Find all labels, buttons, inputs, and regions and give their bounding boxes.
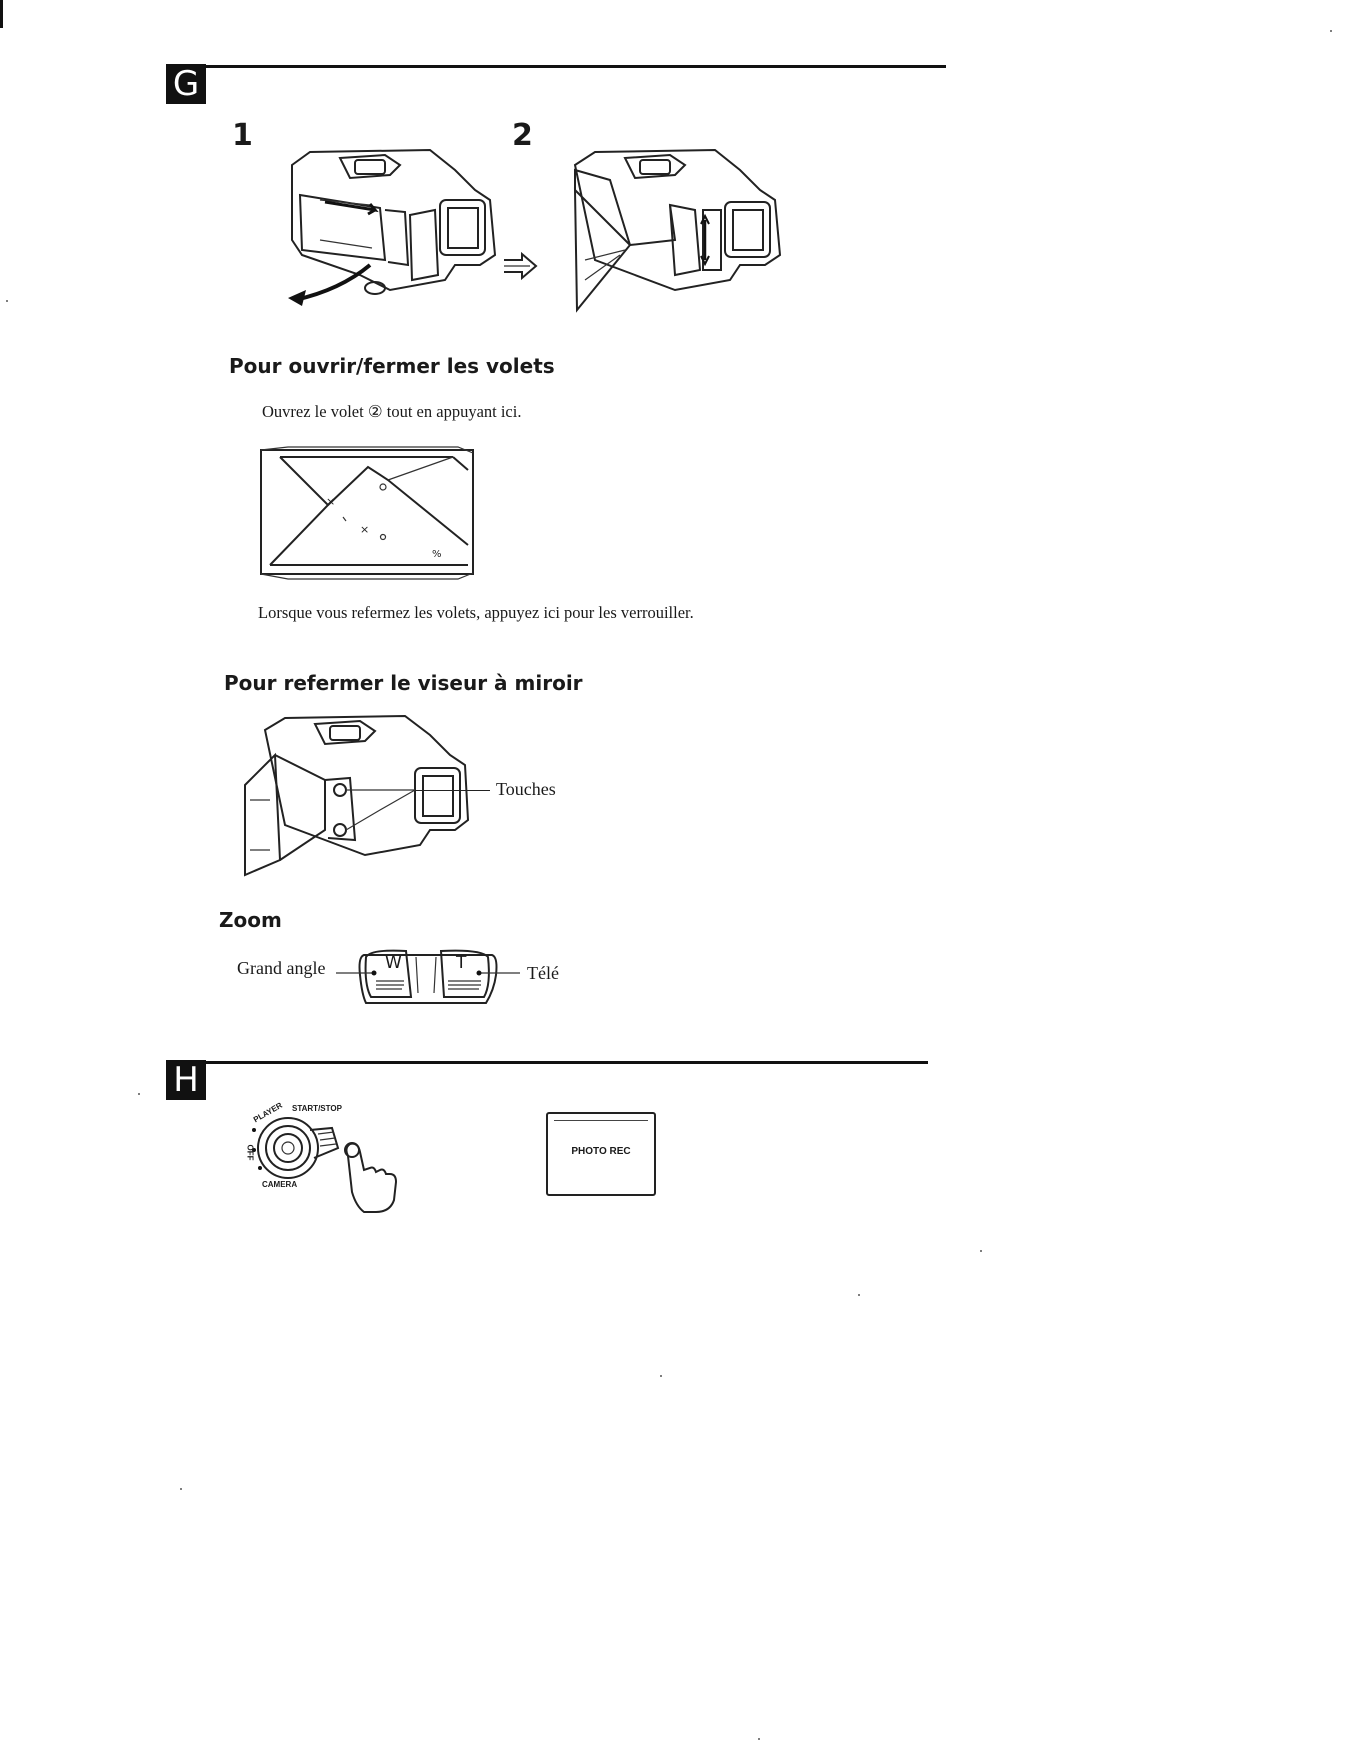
svg-text:×: × bbox=[360, 523, 369, 536]
viewfinder-panel-diagram: × × % bbox=[258, 445, 478, 585]
zoom-t-key-label: T bbox=[456, 953, 466, 973]
viseur-heading: Pour refermer le viseur à miroir bbox=[224, 671, 583, 695]
svg-text:×: × bbox=[326, 495, 335, 508]
photo-rec-display: PHOTO REC bbox=[546, 1112, 656, 1196]
zoom-w-key-label: W bbox=[385, 953, 402, 973]
section-h-rule bbox=[166, 1061, 928, 1064]
section-g-badge: G bbox=[166, 64, 206, 104]
section-h-badge: H bbox=[166, 1060, 206, 1100]
scan-edge-mark bbox=[0, 0, 3, 28]
photo-rec-indicator: PHOTO REC bbox=[548, 1146, 654, 1157]
volets-close-instruction: Lorsque vous refermez les volets, appuye… bbox=[258, 603, 694, 623]
zoom-wide-label: Grand angle bbox=[237, 958, 325, 979]
switch-camera-label: CAMERA bbox=[262, 1180, 297, 1189]
zoom-heading: Zoom bbox=[219, 908, 282, 932]
step-2-number: 2 bbox=[512, 118, 533, 153]
zoom-tele-label: Télé bbox=[527, 963, 559, 984]
touches-callout: Touches bbox=[496, 779, 556, 800]
camcorder-panels-open-illustration bbox=[555, 140, 795, 325]
scan-speck bbox=[138, 1093, 140, 1095]
switch-off-label: OFF bbox=[246, 1145, 255, 1161]
scan-speck bbox=[660, 1375, 662, 1377]
scan-speck bbox=[980, 1250, 982, 1252]
svg-text:%: % bbox=[432, 549, 442, 560]
scan-speck bbox=[758, 1738, 760, 1740]
next-step-arrow-icon bbox=[500, 252, 540, 282]
power-switch-illustration bbox=[240, 1100, 420, 1230]
step-1-number: 1 bbox=[232, 118, 253, 153]
scan-speck bbox=[180, 1488, 182, 1490]
scan-speck bbox=[858, 1294, 860, 1296]
section-g-rule bbox=[166, 65, 946, 68]
photo-rec-display-topline bbox=[554, 1120, 648, 1121]
touches-leader-line bbox=[415, 790, 490, 791]
switch-start-stop-label: START/STOP bbox=[292, 1104, 342, 1113]
camcorder-open-panel-illustration bbox=[280, 140, 510, 315]
scan-speck bbox=[6, 300, 8, 302]
camcorder-mirror-viewfinder-illustration bbox=[240, 710, 470, 880]
volets-open-instruction: Ouvrez le volet ② tout en appuyant ici. bbox=[262, 402, 521, 422]
scan-speck bbox=[1330, 30, 1332, 32]
zoom-lever-illustration bbox=[336, 945, 526, 1015]
volets-heading: Pour ouvrir/fermer les volets bbox=[229, 354, 555, 378]
